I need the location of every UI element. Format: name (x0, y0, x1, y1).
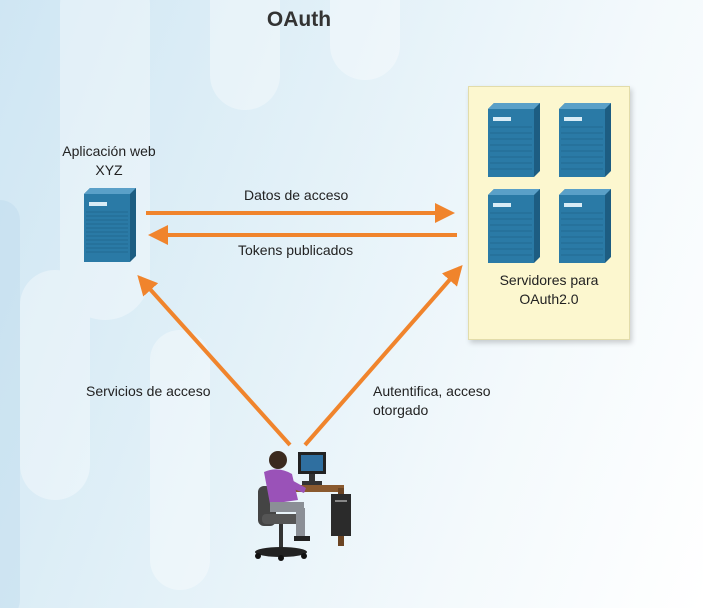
authenticate-label-line1: Autentifica, acceso (373, 383, 491, 399)
diagram-title: OAuth (266, 8, 332, 31)
servers-label-line2: OAuth2.0 (519, 291, 579, 307)
authenticate-arrow (303, 264, 463, 447)
server-icon (559, 189, 611, 263)
data-access-label: Datos de acceso (244, 187, 349, 203)
app-label-line1: Aplicación web (62, 143, 156, 159)
server-icon (488, 189, 540, 263)
authenticate-label-line2: otorgado (373, 402, 429, 418)
server-icon (488, 103, 540, 177)
tokens-label: Tokens publicados (238, 242, 354, 258)
oauth-servers-panel: Servidores para OAuth2.0 (468, 86, 630, 340)
app-label-line2: XYZ (95, 162, 123, 178)
access-services-label: Servicios de acceso (86, 383, 211, 399)
access-services-arrow (137, 275, 292, 447)
app-server-icon (84, 188, 136, 262)
servers-label-line1: Servidores para (499, 272, 599, 288)
server-icon (559, 103, 611, 177)
